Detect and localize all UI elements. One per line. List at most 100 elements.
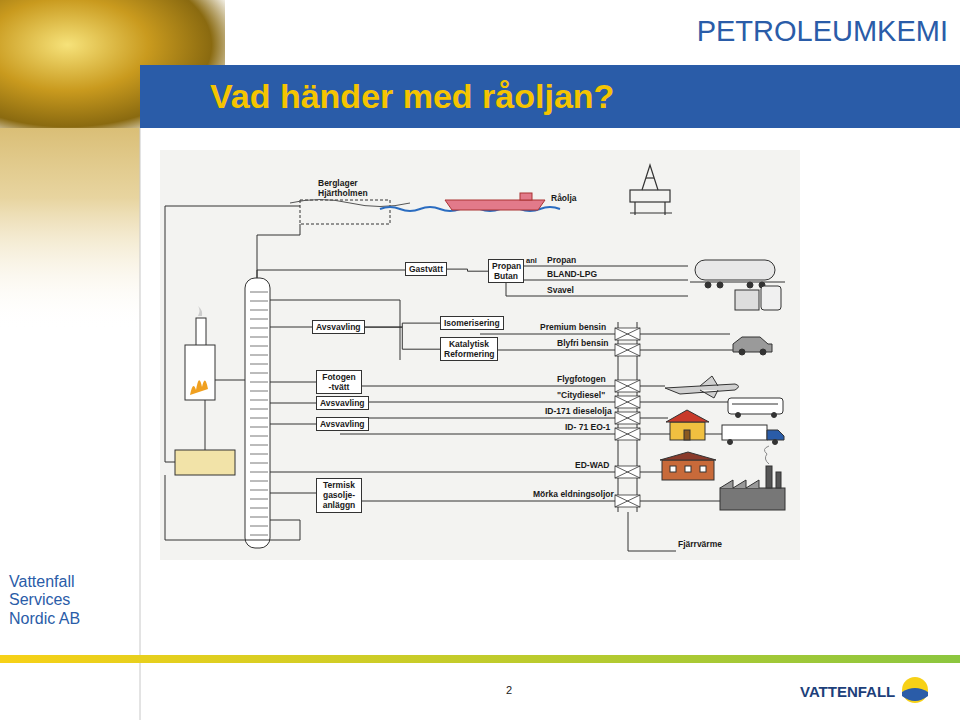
- line-art: [615, 328, 640, 507]
- product-label: Råolja: [551, 193, 577, 203]
- line-art: [340, 434, 615, 435]
- line-art: [615, 380, 640, 392]
- line-art: [640, 350, 735, 351]
- line-art: [300, 200, 390, 224]
- line-art: [0, 655, 960, 663]
- process-box: Avsvavling: [316, 417, 369, 431]
- line-art: [646, 177, 654, 178]
- line-art: [628, 512, 676, 551]
- product-label: Blyfri bensin: [557, 338, 608, 348]
- logo-text: VATTENFALL: [800, 683, 895, 701]
- line-art: [340, 402, 615, 403]
- line-art: [660, 260, 785, 510]
- line-art: [245, 278, 270, 548]
- box-text: Propan Butan: [492, 261, 520, 281]
- line-art: [615, 466, 640, 478]
- product-label: ED-WAD: [575, 460, 609, 470]
- line-art: [902, 688, 928, 701]
- line-art: [685, 466, 691, 472]
- line-art: [270, 327, 312, 328]
- line-art: [747, 282, 753, 288]
- line-art: [666, 410, 709, 422]
- line-art: [700, 466, 706, 472]
- line-art: [670, 422, 705, 440]
- line-art: [735, 290, 759, 310]
- line-art: [140, 65, 960, 128]
- process-box: Avsvavling: [312, 320, 365, 334]
- line-art: [630, 212, 672, 213]
- line-art: [773, 440, 778, 445]
- line-art: [445, 200, 545, 210]
- line-art: [520, 193, 532, 200]
- box-text: Avsvavling: [316, 322, 361, 332]
- line-art: [165, 475, 300, 540]
- line-art: [615, 380, 640, 392]
- process-box: Katalytisk Reformering: [440, 337, 498, 361]
- line-art: [766, 466, 772, 488]
- line-art: [615, 396, 640, 408]
- line-art: [640, 418, 668, 419]
- line-art: [772, 413, 777, 418]
- box-text: Avsvavling: [320, 398, 365, 408]
- line-art: [340, 386, 615, 387]
- process-box: Isomerisering: [440, 316, 504, 330]
- line-art: [480, 334, 615, 335]
- line-art: [640, 472, 662, 473]
- line-art: [175, 450, 235, 475]
- line-art: [524, 280, 688, 281]
- line-art: [290, 200, 410, 207]
- slide-title: Vad händer med råoljan?: [210, 77, 614, 116]
- page-number: 2: [506, 684, 512, 697]
- company-name: Vattenfall Services Nordic AB: [9, 573, 93, 628]
- product-label: BLAND-LPG: [547, 269, 597, 279]
- line-art: [640, 386, 665, 387]
- line-art: [690, 282, 785, 283]
- product-label: ID-171 dieselolja: [545, 406, 612, 416]
- line-art: [630, 190, 670, 202]
- line-art: [695, 260, 775, 280]
- product-label: Flygfotogen: [557, 374, 606, 384]
- line-art: [615, 328, 640, 340]
- line-art: [615, 344, 640, 356]
- process-box: Termisk gasolje- anläggn: [316, 478, 362, 513]
- line-art: [615, 428, 640, 440]
- box-text: Termisk gasolje- anläggn: [320, 480, 358, 511]
- line-art: [761, 286, 781, 310]
- line-art: [760, 349, 766, 355]
- line-art: [205, 400, 206, 450]
- process-box: Fotogen -tvätt: [316, 370, 362, 394]
- line-art: [257, 224, 300, 278]
- process-box: Propan Butan: [488, 259, 524, 283]
- line-art: [247, 290, 268, 540]
- flow-line: [365, 323, 440, 327]
- line-art: [615, 344, 640, 356]
- line-art: [662, 460, 714, 480]
- line-art: [732, 404, 778, 405]
- box-text: Avsvavling: [320, 419, 365, 429]
- line-art: [720, 488, 785, 510]
- line-art: [270, 424, 316, 425]
- line-art: [630, 165, 672, 215]
- line-art: [480, 350, 615, 351]
- unit-label: anl: [526, 256, 537, 265]
- line-art: [257, 270, 405, 278]
- line-art: [615, 466, 640, 478]
- line-art: [270, 493, 316, 494]
- line-art: [640, 334, 730, 335]
- line-art: [767, 430, 784, 440]
- product-label: Svavel: [547, 285, 574, 295]
- line-art: [670, 466, 676, 472]
- line-art: [615, 412, 640, 424]
- line-art: [615, 328, 640, 340]
- product-label: Mörka eldningsoljor: [533, 489, 614, 499]
- product-label: "Citydiesel": [557, 390, 605, 400]
- line-art: [902, 677, 928, 703]
- line-art: [270, 300, 400, 360]
- line-art: [776, 472, 781, 488]
- box-text: Katalytisk Reformering: [444, 339, 494, 359]
- section-heading: PETROLEUMKEMI: [697, 14, 948, 49]
- line-art: [140, 128, 141, 720]
- line-art: [340, 418, 615, 419]
- line-art: [728, 440, 733, 445]
